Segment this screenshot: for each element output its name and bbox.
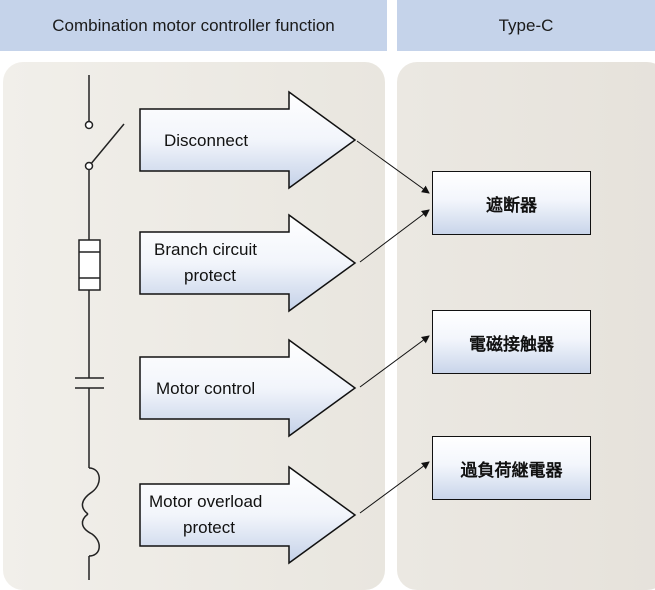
connector-overload-protect	[359, 461, 430, 514]
device-label-contactor: 電磁接触器	[469, 334, 554, 355]
type-header: Type-C	[397, 0, 655, 51]
device-label-overload-relay: 過負荷継電器	[460, 460, 563, 481]
connector-disconnect	[356, 140, 430, 194]
function-arrow-branch-protect	[139, 213, 357, 313]
switch-blade	[89, 123, 125, 166]
connector-motor-control	[359, 335, 430, 388]
type-header-title: Type-C	[498, 15, 554, 35]
function-header: Combination motor controller function	[0, 0, 387, 51]
function-label-branch-protect: Branch circuit protect	[154, 240, 257, 285]
function-label-motor-control: Motor control	[156, 379, 256, 398]
switch-terminal-top	[84, 120, 94, 130]
connector-branch-protect	[359, 209, 430, 263]
fuse-symbol	[78, 239, 101, 291]
overload-coil-upper	[81, 467, 100, 515]
function-arrow-disconnect	[139, 90, 357, 190]
device-box-breaker: 遮断器	[432, 171, 591, 235]
function-arrow-overload-protect	[139, 465, 357, 565]
device-box-overload-relay: 過負荷継電器	[432, 436, 591, 500]
circuit-schematic	[75, 75, 125, 580]
overload-coil-lower	[81, 513, 100, 557]
switch-terminal-bottom	[84, 161, 94, 171]
function-label-overload-protect: Motor overload protect	[149, 492, 263, 537]
function-header-title: Combination motor controller function	[52, 15, 335, 35]
device-label-breaker: 遮断器	[486, 195, 537, 216]
function-label-disconnect: Disconnect	[164, 131, 249, 150]
function-arrow-motor-control	[139, 338, 357, 438]
device-box-contactor: 電磁接触器	[432, 310, 591, 374]
